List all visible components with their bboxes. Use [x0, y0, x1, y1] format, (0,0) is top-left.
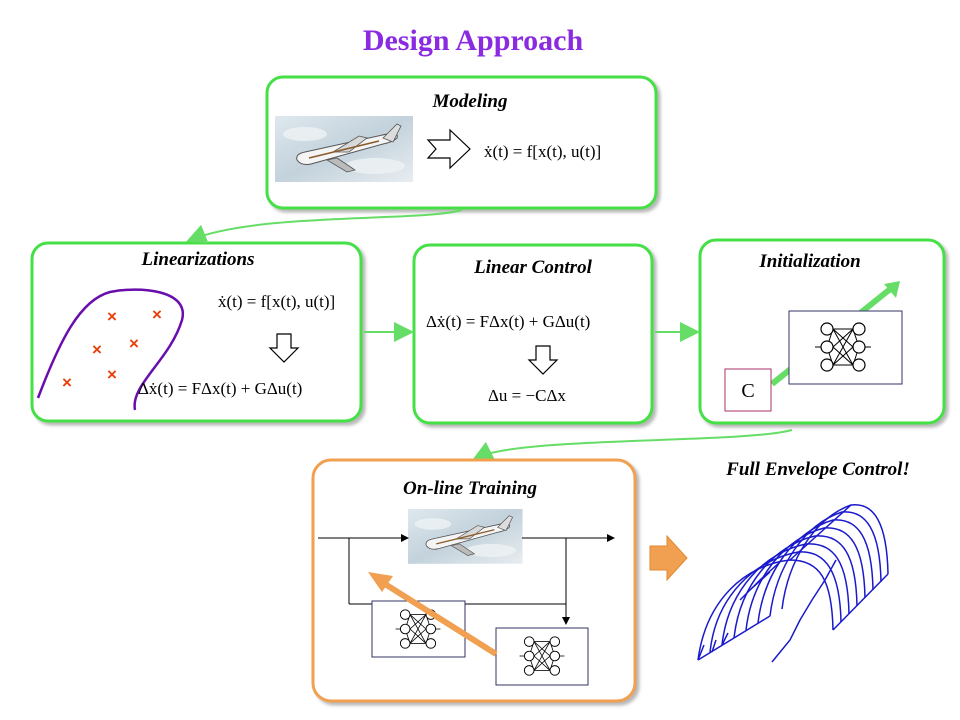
result-label: Full Envelope Control!	[725, 459, 910, 480]
linearizations-box: Linearizations × × × × × × ẋ(t) = f[x(t)…	[30, 241, 363, 423]
svg-text:×: ×	[62, 373, 72, 392]
airplane-image	[407, 508, 524, 565]
neural-net-frame	[788, 310, 903, 385]
airplane-image	[274, 115, 414, 183]
modeling-box: Modeling ẋ(t) = f[x(t), u(t)]	[265, 75, 658, 210]
linearizations-equation-bottom: Δẋ(t) = FΔx(t) + GΔu(t)	[138, 379, 302, 398]
critic-network-frame	[371, 600, 466, 658]
initialization-label: Initialization	[758, 251, 860, 272]
gain-matrix-label: C	[741, 380, 754, 402]
svg-text:×: ×	[129, 334, 139, 353]
flight-envelope-graphic	[697, 504, 889, 663]
result-arrow-icon	[649, 534, 688, 582]
linearizations-equation-top: ẋ(t) = f[x(t), u(t)]	[218, 292, 335, 311]
initialization-to-training-arrow	[472, 429, 793, 460]
linearizations-label: Linearizations	[141, 249, 255, 270]
svg-text:×: ×	[107, 365, 117, 384]
page-title: Design Approach	[363, 24, 584, 57]
svg-text:×: ×	[92, 340, 102, 359]
linear-control-equation-bottom: Δu = −CΔx	[488, 386, 566, 405]
svg-text:×: ×	[152, 305, 162, 324]
modeling-to-linearizations-arrow	[186, 209, 463, 244]
modeling-equation: ẋ(t) = f[x(t), u(t)]	[484, 142, 601, 161]
operating-region-outline	[36, 288, 185, 411]
feedback-loop	[318, 534, 615, 625]
operating-point-markers: × × × × × ×	[62, 305, 162, 392]
online-training-label: On-line Training	[403, 478, 537, 499]
modeling-label: Modeling	[432, 91, 508, 112]
svg-text:×: ×	[107, 307, 117, 326]
linear-control-label: Linear Control	[473, 257, 592, 278]
online-training-box: On-line Training	[311, 458, 637, 703]
gain-matrix-frame	[724, 368, 772, 412]
linear-control-box: Linear Control Δẋ(t) = FΔx(t) + GΔu(t) Δ…	[412, 243, 654, 425]
right-arrow-icon	[426, 128, 471, 170]
update-arrow-icon	[383, 581, 498, 657]
linear-control-equation-top: Δẋ(t) = FΔx(t) + GΔu(t)	[426, 312, 590, 331]
initialization-box: Initialization C	[698, 238, 946, 425]
